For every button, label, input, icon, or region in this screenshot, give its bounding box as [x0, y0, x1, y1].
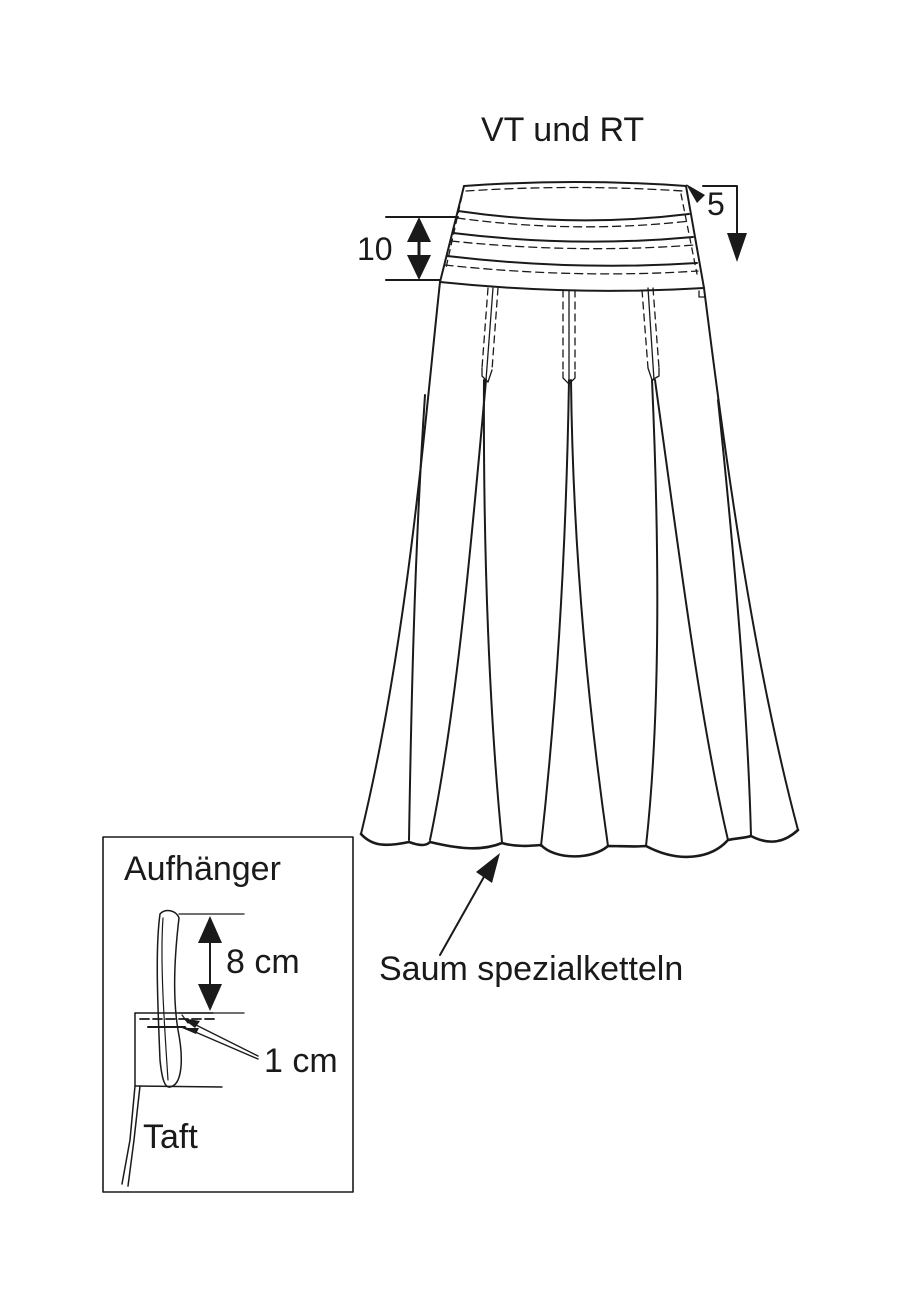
hem-leader — [439, 853, 500, 956]
panel-seam-4 — [540, 379, 570, 847]
panel-seam-6 — [645, 379, 659, 847]
yoke-stitch-2 — [450, 240, 695, 250]
inset-frame — [102, 836, 354, 1193]
left-side-seam — [360, 281, 441, 835]
yoke-stitch-3 — [444, 264, 699, 275]
inset-material-label: Taft — [143, 1118, 198, 1156]
panel-seam-3 — [482, 379, 503, 843]
dimension-5-label: 5 — [707, 186, 725, 222]
inset-dimension-1-label: 1 cm — [264, 1042, 338, 1080]
zip-mark — [698, 290, 706, 298]
panel-seam-8 — [717, 399, 752, 837]
yoke-left-side — [439, 185, 465, 283]
inset-dimension-8-label: 8 cm — [226, 943, 300, 981]
pleat-stitching — [481, 287, 660, 373]
right-side-seam — [703, 287, 799, 831]
yoke-right-side — [685, 185, 705, 289]
yoke-stitch-1 — [456, 217, 691, 228]
yoke-line-3 — [446, 255, 698, 267]
pleat-strip-ends — [481, 287, 660, 385]
hanger-loop — [156, 909, 183, 1088]
panel-seam-1 — [408, 394, 426, 841]
skirt — [359, 181, 800, 859]
yoke-side-stitch-right — [680, 193, 698, 275]
hanger-inset — [102, 836, 354, 1193]
yoke-bottom — [439, 281, 705, 292]
dimension-10-label: 10 — [357, 231, 393, 267]
waistband-top — [463, 181, 687, 187]
yoke-side-stitch-left — [445, 195, 463, 269]
hem-line — [359, 828, 800, 859]
panel-seam-7 — [654, 379, 729, 841]
dimension-5 — [686, 184, 747, 262]
panel-seam-2 — [429, 379, 487, 841]
yoke-line-1 — [457, 210, 690, 222]
taft-edge — [121, 1012, 136, 1185]
view-title: VT und RT — [481, 111, 645, 149]
hem-note-label: Saum spezialketteln — [379, 950, 684, 988]
panel-seam-5 — [570, 379, 609, 847]
inset-title: Aufhänger — [124, 850, 281, 888]
dimension-10 — [385, 216, 459, 281]
yoke-line-2 — [452, 232, 694, 243]
waistband-top-stitch — [465, 186, 684, 192]
